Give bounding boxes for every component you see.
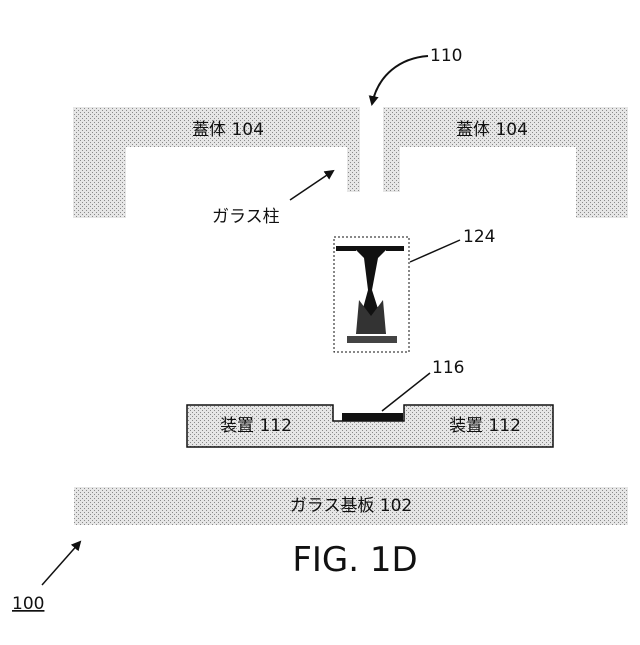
figure-caption: FIG. 1D	[292, 540, 417, 580]
ref-110-arrow	[372, 56, 428, 104]
device-right-label: 装置 112	[449, 416, 521, 436]
glass-substrate-label: ガラス基板 102	[290, 496, 413, 516]
glass-pillar-arrow	[290, 171, 333, 200]
component-116	[342, 413, 403, 421]
ref-100-arrow	[42, 542, 80, 585]
ref-110-label: 110	[430, 46, 462, 66]
ref-124-leader	[410, 240, 460, 262]
ref-116-label: 116	[432, 358, 464, 378]
device-left-label: 装置 112	[220, 416, 292, 436]
glass-pillar-label: ガラス柱	[212, 207, 280, 227]
ref-124-label: 124	[463, 227, 495, 247]
lid-left-label: 蓋体 104	[192, 120, 264, 140]
ref-100-label: 100	[12, 594, 44, 614]
lid-right-label: 蓋体 104	[456, 120, 528, 140]
inset-pillar-shape	[336, 246, 404, 343]
